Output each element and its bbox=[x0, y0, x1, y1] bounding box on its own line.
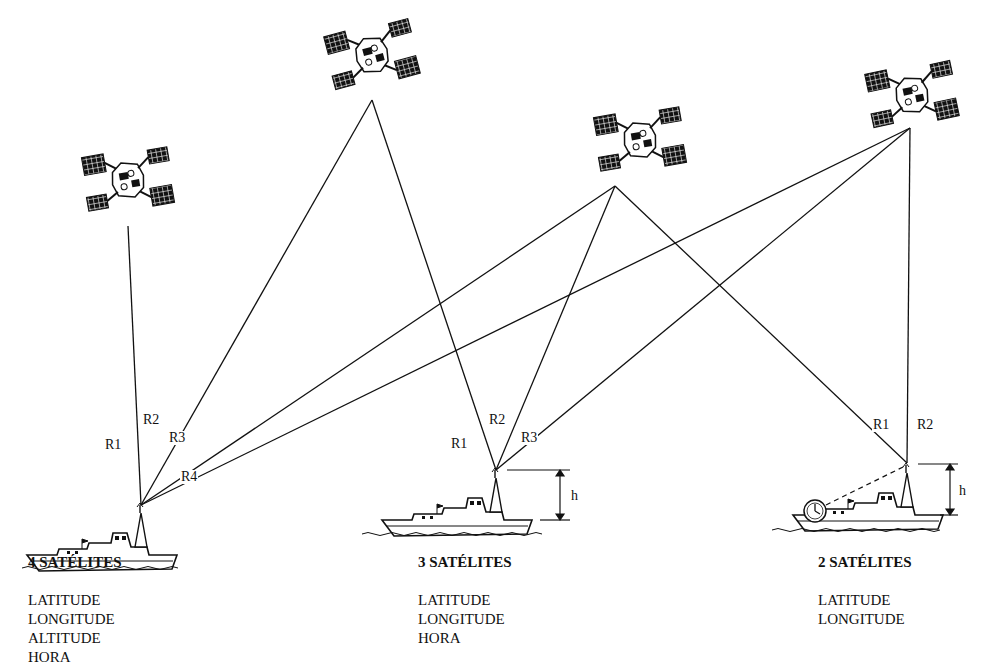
fix-item: LATITUDE bbox=[418, 593, 490, 608]
range-label: R1 bbox=[104, 438, 122, 452]
fix-item: HORA bbox=[418, 631, 461, 646]
fix-item: LATITUDE bbox=[28, 593, 100, 608]
range-label: R1 bbox=[450, 437, 468, 451]
range-label: R1 bbox=[872, 418, 890, 432]
height-label: h bbox=[958, 484, 967, 498]
range-label: R3 bbox=[168, 431, 186, 445]
satellite-count: 4 SATÉLITES bbox=[28, 555, 122, 570]
range-label: R4 bbox=[180, 470, 198, 484]
range-label: R3 bbox=[520, 431, 538, 445]
fix-item: LONGITUDE bbox=[418, 612, 505, 627]
range-label: R2 bbox=[488, 413, 506, 427]
fix-item: LATITUDE bbox=[818, 593, 890, 608]
fix-item: ALTITUDE bbox=[28, 631, 101, 646]
satellite-count: 3 SATÉLITES bbox=[418, 555, 512, 570]
height-label: h bbox=[570, 489, 579, 503]
range-label: R2 bbox=[142, 413, 160, 427]
fix-item: LONGITUDE bbox=[28, 612, 115, 627]
satellite-count: 2 SATÉLITES bbox=[818, 555, 912, 570]
fix-item: LONGITUDE bbox=[818, 612, 905, 627]
range-label: R2 bbox=[916, 418, 934, 432]
fix-item: HORA bbox=[28, 650, 71, 665]
